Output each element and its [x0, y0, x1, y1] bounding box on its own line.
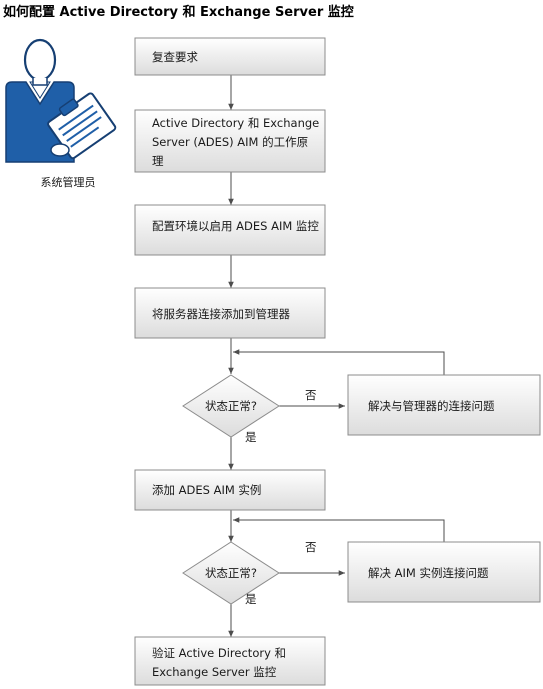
step-how-line-1: Active Directory 和 Exchange	[152, 116, 319, 130]
step-how-line-3: 理	[152, 154, 164, 168]
decision-status-1: 状态正常?	[182, 374, 280, 438]
step-add-connection: 将服务器连接添加到管理器	[134, 287, 326, 339]
step-review-line: 复查要求	[152, 50, 198, 64]
branch-no-1: 否	[305, 388, 317, 402]
step-verify-line-2: Exchange Server 监控	[152, 665, 277, 679]
branch-yes-1: 是	[245, 430, 257, 444]
step-add-instance: 添加 ADES AIM 实例	[134, 469, 326, 511]
step-fix-instance: 解决 AIM 实例连接问题	[347, 541, 541, 603]
role-label: 系统管理员	[41, 175, 96, 189]
step-add-connection-line: 将服务器连接添加到管理器	[152, 307, 290, 321]
step-configure-line: 配置环境以启用 ADES AIM 监控	[152, 219, 319, 233]
step-how-line-2: Server (ADES) AIM 的工作原	[152, 135, 308, 149]
step-how-it-works: Active Directory 和 Exchange Server (ADES…	[134, 109, 326, 173]
connector-loop2	[233, 517, 445, 542]
decision-status-2: 状态正常?	[182, 541, 280, 605]
page-title: 如何配置 Active Directory 和 Exchange Server …	[3, 4, 354, 20]
branch-yes-2: 是	[245, 592, 257, 606]
step-add-instance-line: 添加 ADES AIM 实例	[152, 483, 261, 497]
step-review: 复查要求	[134, 37, 326, 76]
connectors	[228, 75, 445, 637]
step-verify-line-1: 验证 Active Directory 和	[152, 646, 286, 660]
branch-no-2: 否	[305, 540, 317, 554]
decision-2-label: 状态正常?	[205, 566, 257, 580]
connector-loop1	[233, 349, 445, 375]
decision-1-label: 状态正常?	[205, 399, 257, 413]
step-fix-instance-line: 解决 AIM 实例连接问题	[368, 566, 489, 580]
step-configure-env: 配置环境以启用 ADES AIM 监控	[134, 204, 326, 256]
step-verify: 验证 Active Directory 和 Exchange Server 监控	[134, 636, 326, 686]
step-fix-manager-line: 解决与管理器的连接问题	[368, 399, 495, 413]
administrator-clipboard-icon	[5, 38, 117, 163]
step-fix-manager: 解决与管理器的连接问题	[347, 374, 541, 436]
